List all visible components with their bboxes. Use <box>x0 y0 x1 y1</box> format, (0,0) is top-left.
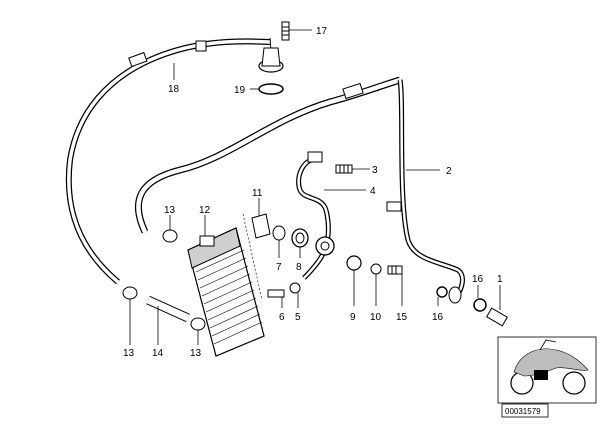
ring-bolt-parts-1-16 <box>473 298 508 327</box>
callout-5: 5 <box>295 312 301 323</box>
callout-19: 19 <box>234 85 246 96</box>
leader-lines <box>129 29 501 345</box>
callout-14: 14 <box>152 348 164 359</box>
bolt-washer-parts-5-6 <box>267 282 301 298</box>
callout-11: 11 <box>252 188 263 199</box>
reference-code-box: 00031579 <box>501 403 549 418</box>
callout-15: 15 <box>396 312 408 323</box>
hose-part-14 <box>146 295 190 323</box>
callout-2: 2 <box>446 166 452 177</box>
motorcycle-thumbnail <box>497 336 597 404</box>
callout-13a: 13 <box>164 205 176 216</box>
sealing-ring-part-19 <box>258 83 284 95</box>
callout-16a: 16 <box>432 312 444 323</box>
callout-labels: 17 18 19 2 3 4 11 13 12 7 6 8 5 9 10 15 … <box>123 26 503 359</box>
oil-line-right <box>134 76 465 304</box>
callout-3: 3 <box>372 165 378 176</box>
callout-10: 10 <box>370 312 382 323</box>
oil-hose-left <box>65 37 273 285</box>
fastener-parts-9-10-15 <box>346 255 403 275</box>
callout-16b: 16 <box>472 274 484 285</box>
bolt-part-3 <box>335 164 353 174</box>
callout-18: 18 <box>168 84 180 95</box>
hose-clamp-part-13 <box>122 229 206 331</box>
bracket-part-11 <box>242 213 271 301</box>
callout-6a: 6 <box>279 312 285 323</box>
callout-1: 1 <box>497 274 503 285</box>
callout-8: 8 <box>296 262 302 273</box>
callout-12: 12 <box>199 205 211 216</box>
callout-17: 17 <box>316 26 328 37</box>
callout-7: 7 <box>276 262 282 273</box>
callout-9: 9 <box>350 312 356 323</box>
callout-13c: 13 <box>190 348 202 359</box>
grommet-parts-7-8 <box>272 225 335 256</box>
callout-13b: 13 <box>123 348 135 359</box>
banjo-bolt-part-17 <box>258 21 290 73</box>
oil-cooler-part-12 <box>187 227 265 357</box>
oil-line-part-4 <box>296 151 331 280</box>
reference-code: 00031579 <box>505 407 541 416</box>
callout-4: 4 <box>370 186 376 197</box>
